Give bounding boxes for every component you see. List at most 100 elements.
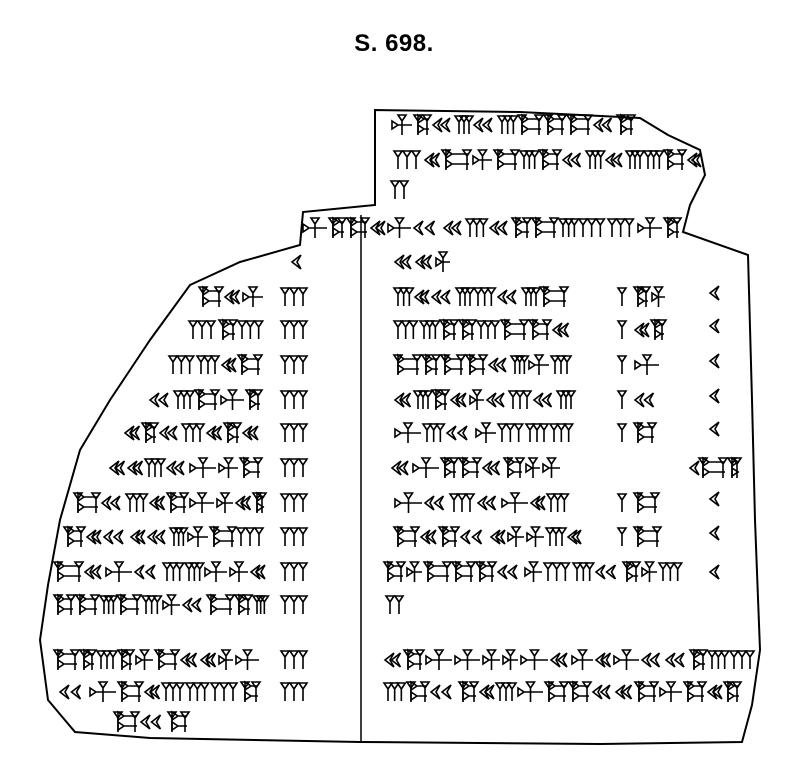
winkelhaken-wedge (58, 684, 70, 700)
vertical-wedge (148, 422, 160, 443)
vertical-wedge (403, 287, 415, 306)
winkelhaken-wedge (534, 495, 546, 511)
vertical-wedge (131, 493, 143, 512)
horizontal-wedge (427, 570, 449, 582)
winkelhaken-wedge (570, 529, 582, 545)
horizontal-wedge (638, 680, 656, 692)
vertical-wedge (616, 493, 628, 512)
vertical-wedge (394, 217, 405, 238)
horizontal-wedge (117, 710, 137, 722)
vertical-wedge (557, 218, 569, 237)
vertical-wedge (586, 218, 598, 237)
vertical-wedge (676, 149, 688, 170)
horizontal-wedge (521, 123, 541, 135)
plate-title: S. 698. (354, 30, 434, 57)
horizontal-wedge (504, 328, 526, 340)
horizontal-wedge (637, 222, 662, 234)
winkelhaken-wedge (556, 652, 568, 668)
horizontal-wedge (218, 462, 238, 474)
winkelhaken-wedge (165, 460, 177, 476)
vertical-wedge (462, 649, 473, 670)
horizontal-wedge (613, 654, 639, 666)
horizontal-wedge (548, 680, 566, 692)
vertical-wedge (533, 114, 545, 135)
tablet-outline (38, 108, 762, 746)
vertical-wedge (577, 562, 589, 581)
vertical-wedge (525, 287, 537, 306)
vertical-wedge (227, 682, 239, 701)
vertical-wedge (412, 390, 424, 409)
vertical-wedge (529, 150, 541, 169)
vertical-wedge (242, 594, 254, 615)
vertical-wedge (89, 594, 101, 615)
vertical-wedge (437, 251, 449, 272)
horizontal-wedge (410, 680, 427, 692)
vertical-wedge (124, 493, 136, 512)
winkelhaken-wedge (688, 460, 700, 476)
vertical-wedge (107, 650, 119, 669)
winkelhaken-wedge (481, 117, 493, 133)
winkelhaken-wedge (471, 529, 483, 545)
vertical-wedge (242, 649, 253, 670)
vertical-wedge (195, 355, 207, 374)
winkelhaken-wedge (390, 652, 402, 668)
horizontal-wedge (620, 123, 633, 135)
vertical-wedge (458, 115, 470, 134)
vertical-wedge (297, 527, 309, 546)
winkelhaken-wedge (649, 652, 661, 668)
vertical-wedge (219, 492, 231, 513)
vertical-wedge (392, 150, 404, 169)
vertical-wedge (279, 458, 291, 477)
vertical-wedge (297, 595, 309, 614)
vertical-wedge (648, 681, 660, 702)
vertical-wedge (513, 423, 525, 442)
horizontal-wedge (455, 560, 473, 572)
vertical-wedge (464, 218, 476, 237)
vertical-wedge (279, 595, 291, 614)
horizontal-wedge (462, 690, 476, 702)
horizontal-wedge (412, 462, 439, 474)
vertical-wedge (178, 390, 190, 409)
winkelhaken-wedge (430, 289, 442, 305)
vertical-wedge (192, 526, 204, 547)
horizontal-wedge (229, 566, 248, 578)
vertical-wedge (634, 150, 646, 169)
vertical-wedge (197, 457, 209, 478)
vertical-wedge (623, 218, 635, 237)
vertical-wedge (428, 423, 440, 442)
vertical-wedge (429, 320, 441, 339)
vertical-wedge (279, 562, 291, 581)
winkelhaken-wedge (133, 564, 145, 580)
vertical-wedge (279, 390, 291, 409)
winkelhaken-wedge (599, 684, 611, 700)
horizontal-wedge (158, 648, 177, 660)
horizontal-wedge (667, 148, 684, 160)
vertical-wedge (641, 354, 653, 375)
vertical-wedge (297, 355, 309, 374)
vertical-wedge (665, 681, 677, 702)
vertical-wedge (642, 150, 654, 169)
vertical-wedge (196, 492, 208, 513)
vertical-wedge (297, 650, 309, 669)
vertical-wedge (500, 682, 512, 701)
winkelhaken-wedge (711, 684, 723, 700)
vertical-wedge (615, 218, 627, 237)
vertical-wedge (731, 681, 743, 702)
vertical-wedge (485, 287, 497, 306)
winkelhaken-wedge (621, 684, 633, 700)
vertical-wedge (561, 355, 573, 374)
vertical-wedge (479, 287, 491, 306)
vertical-wedge (616, 287, 628, 306)
vertical-wedge (563, 218, 575, 237)
vertical-wedge (233, 561, 245, 582)
vertical-wedge (507, 390, 519, 409)
vertical-wedge (616, 390, 628, 409)
vertical-wedge (279, 423, 291, 442)
winkelhaken-wedge (112, 529, 124, 545)
vertical-wedge (288, 355, 300, 374)
horizontal-wedge (472, 154, 492, 166)
winkelhaken-wedge (424, 220, 436, 236)
vertical-wedge (247, 286, 259, 307)
winkelhaken-wedge (673, 652, 685, 668)
winkelhaken-wedge (429, 684, 441, 700)
